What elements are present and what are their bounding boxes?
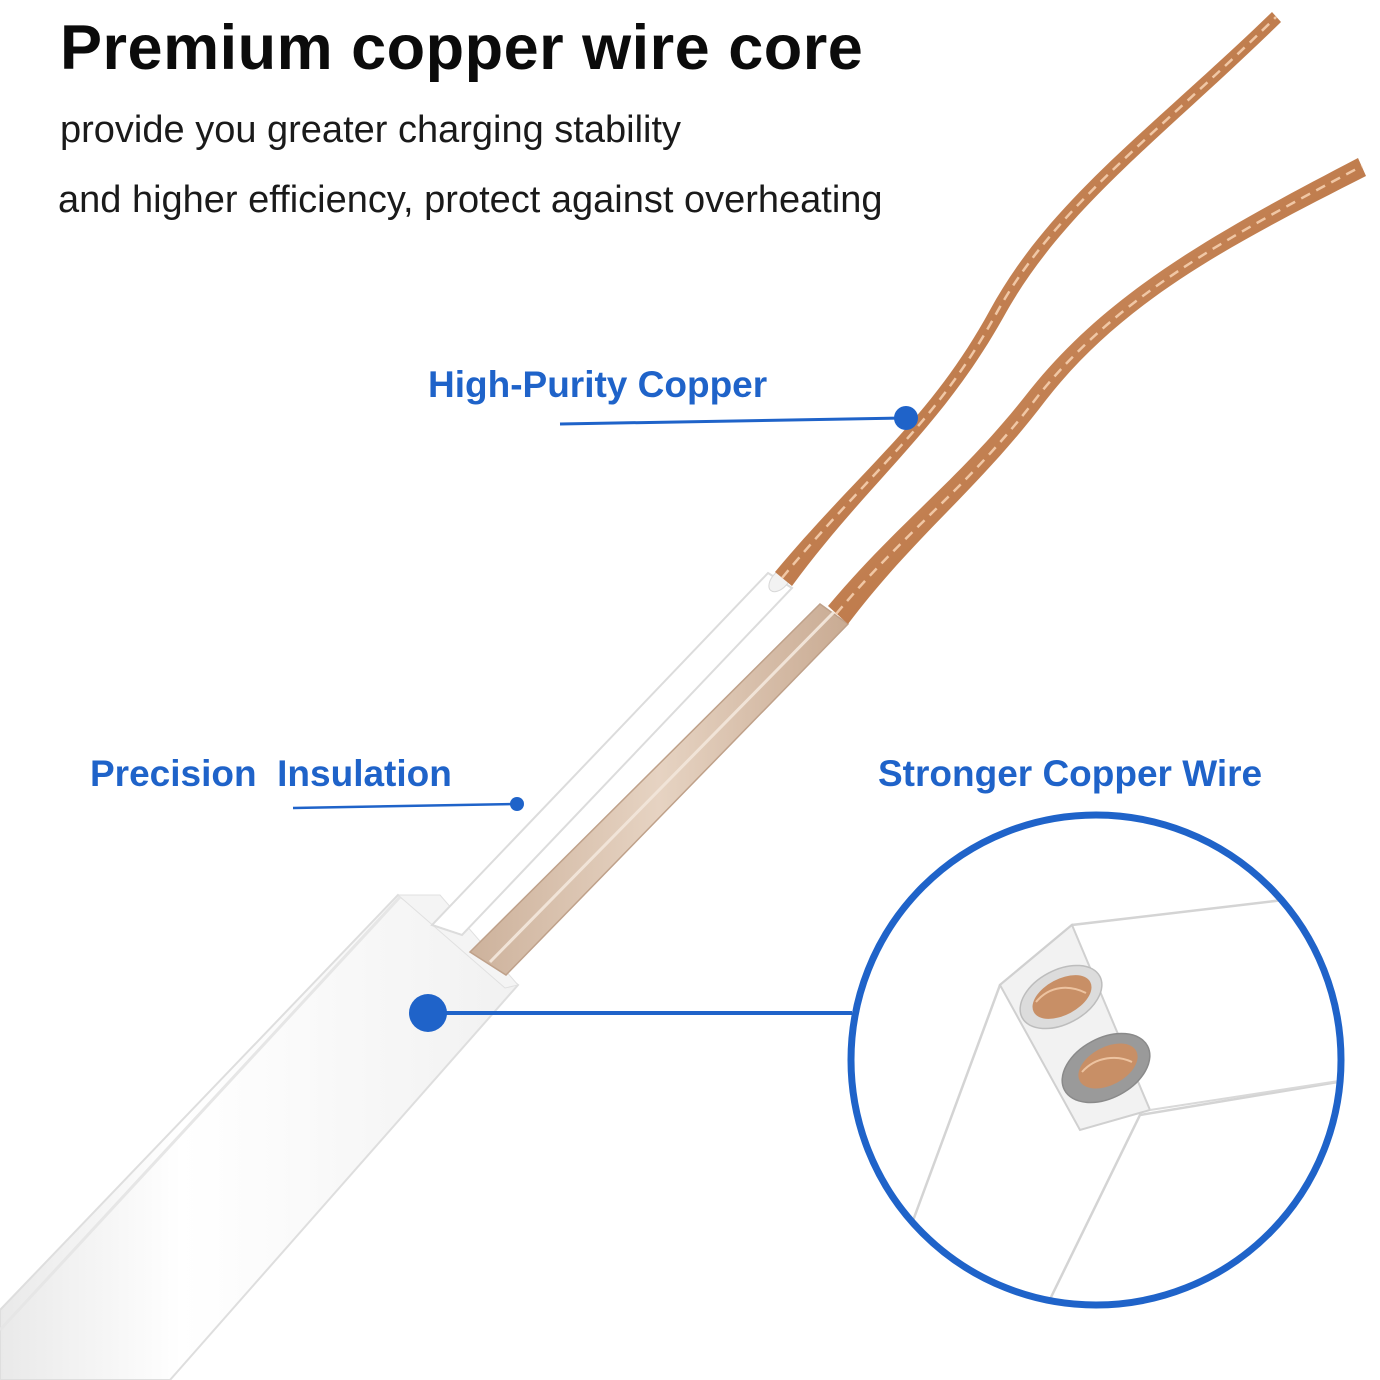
dot-marker-icon bbox=[894, 406, 918, 430]
copper-strand-right bbox=[828, 158, 1366, 624]
magnifier-circle-icon bbox=[847, 811, 1345, 1309]
dot-marker-icon bbox=[510, 797, 524, 811]
copper-strand-left bbox=[775, 12, 1281, 586]
callout-label-copper: High-Purity Copper bbox=[428, 364, 768, 405]
subheadline-line-2: and higher efficiency, protect against o… bbox=[58, 179, 883, 221]
white-insulated-wire bbox=[430, 567, 794, 937]
cable-jacket bbox=[0, 893, 520, 1380]
tan-insulated-wire bbox=[468, 603, 850, 976]
detail-connector-leader bbox=[409, 994, 852, 1032]
callout-label-stronger-wire: Stronger Copper Wire bbox=[878, 753, 1263, 794]
dot-marker-icon bbox=[409, 994, 447, 1032]
callout-copper-leader bbox=[559, 406, 918, 430]
headline: Premium copper wire core bbox=[60, 13, 864, 83]
callout-insulation-leader bbox=[292, 797, 524, 811]
subheadline-line-1: provide you greater charging stability bbox=[60, 109, 682, 151]
callout-label-insulation: Precision Insulation bbox=[90, 753, 452, 794]
